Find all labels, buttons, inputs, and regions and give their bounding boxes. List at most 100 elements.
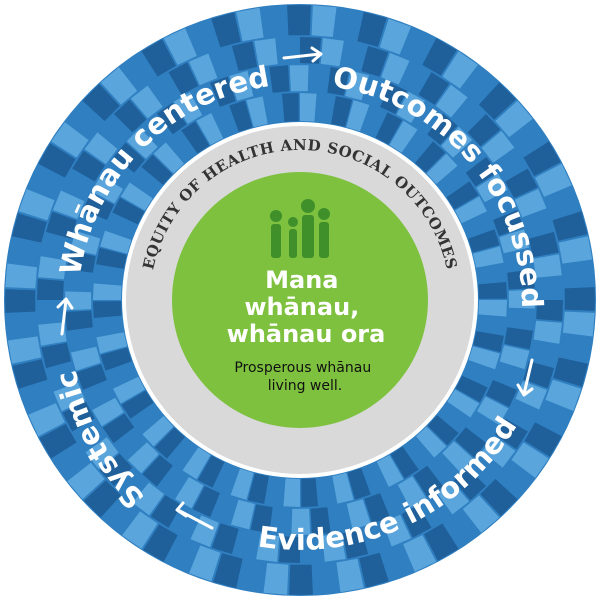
weave-tile	[120, 182, 153, 211]
weave-tile	[150, 495, 182, 528]
weave-tile	[322, 533, 346, 562]
weave-tile	[536, 277, 563, 299]
weave-tile	[416, 426, 447, 458]
weave-tile	[473, 331, 504, 353]
weave-tile	[114, 428, 146, 459]
weave-tile	[446, 181, 479, 210]
weave-tile	[476, 173, 508, 203]
weave-tile	[188, 53, 218, 86]
weave-tile	[141, 154, 173, 185]
weave-tile	[362, 75, 389, 107]
weave-tile	[381, 485, 409, 517]
weave-tile	[496, 461, 534, 498]
weave-tile	[466, 412, 499, 442]
weave-tile	[93, 316, 124, 336]
weave-tile	[265, 476, 285, 507]
weave-tile	[66, 102, 104, 139]
weave-tile	[437, 481, 470, 515]
weave-tile	[559, 334, 593, 362]
weave-tile	[230, 468, 254, 500]
weave-tile	[114, 99, 147, 133]
weave-tile	[510, 120, 548, 157]
weave-tile	[442, 51, 478, 89]
weave-tile	[278, 536, 300, 563]
weave-tile	[506, 400, 539, 430]
weave-tile	[99, 453, 133, 486]
weave-tile	[443, 510, 480, 548]
outer-ring-weave-pattern	[5, 5, 595, 595]
weave-tile	[269, 65, 290, 93]
weave-tile	[46, 362, 78, 390]
weave-tile	[380, 82, 408, 114]
weave-tile	[462, 361, 495, 387]
weave-tile	[401, 505, 432, 538]
weave-tile	[389, 120, 418, 153]
weave-tile	[142, 416, 174, 447]
weave-tile	[96, 247, 127, 269]
weave-tile	[192, 486, 220, 518]
weave-tile	[437, 166, 469, 197]
weave-tile	[93, 301, 122, 318]
weave-tile	[153, 142, 184, 174]
weave-tile	[7, 238, 41, 266]
weave-tile	[142, 455, 173, 487]
flow-arrows	[56, 46, 534, 530]
weave-tile	[115, 468, 148, 502]
weave-tile	[141, 39, 176, 77]
weave-tile	[165, 535, 199, 573]
weave-tile	[442, 441, 474, 473]
weave-tile	[362, 522, 390, 554]
weave-tile	[121, 390, 154, 419]
weave-tile	[479, 82, 517, 120]
weave-tile	[38, 256, 67, 280]
weave-tile	[72, 150, 105, 182]
weave-tile	[375, 112, 403, 145]
weave-tile	[82, 192, 114, 220]
weave-tile	[495, 100, 533, 138]
weave-tile	[552, 211, 588, 241]
weave-tile	[424, 523, 459, 561]
weave-tile	[455, 196, 487, 224]
weave-tile	[53, 382, 86, 412]
weave-tile	[362, 462, 388, 494]
center-title-line-1: Mana	[265, 266, 338, 294]
weave-tile	[52, 443, 90, 480]
weave-tile	[504, 327, 533, 350]
weave-tile	[27, 165, 65, 199]
weave-tile	[149, 73, 181, 106]
weave-tile	[5, 313, 38, 339]
weave-tile	[381, 52, 410, 85]
weave-tile	[545, 379, 582, 411]
center-panel: Mana whānau, whānau ora Prosperous whāna…	[172, 172, 428, 428]
weave-tile	[131, 403, 163, 434]
weave-tile	[437, 402, 470, 432]
weave-tile	[361, 46, 389, 77]
weave-tile	[342, 528, 369, 559]
weave-tile	[249, 67, 272, 96]
weave-tile	[320, 38, 344, 67]
weave-tile	[468, 229, 500, 253]
weave-tile	[396, 91, 425, 123]
weave-tile	[535, 401, 573, 435]
weave-tile	[345, 70, 370, 101]
weave-tile	[213, 462, 239, 495]
weave-tile	[467, 114, 501, 147]
weave-tile	[493, 362, 525, 389]
weave-tile	[478, 300, 507, 317]
weave-tile	[283, 478, 300, 507]
weave-tile	[7, 336, 42, 364]
center-disc	[172, 172, 428, 428]
weave-tile	[346, 499, 371, 530]
weave-tile	[38, 322, 67, 346]
weave-tile	[426, 153, 458, 184]
weave-tile	[494, 149, 527, 181]
weave-tile	[277, 37, 299, 64]
weave-tile	[5, 263, 38, 289]
weave-tile	[505, 168, 538, 199]
weave-tile	[485, 191, 517, 219]
weave-tile	[52, 190, 85, 219]
weave-tile	[197, 455, 225, 488]
weave-tile	[143, 524, 178, 562]
weave-tile	[37, 278, 64, 300]
